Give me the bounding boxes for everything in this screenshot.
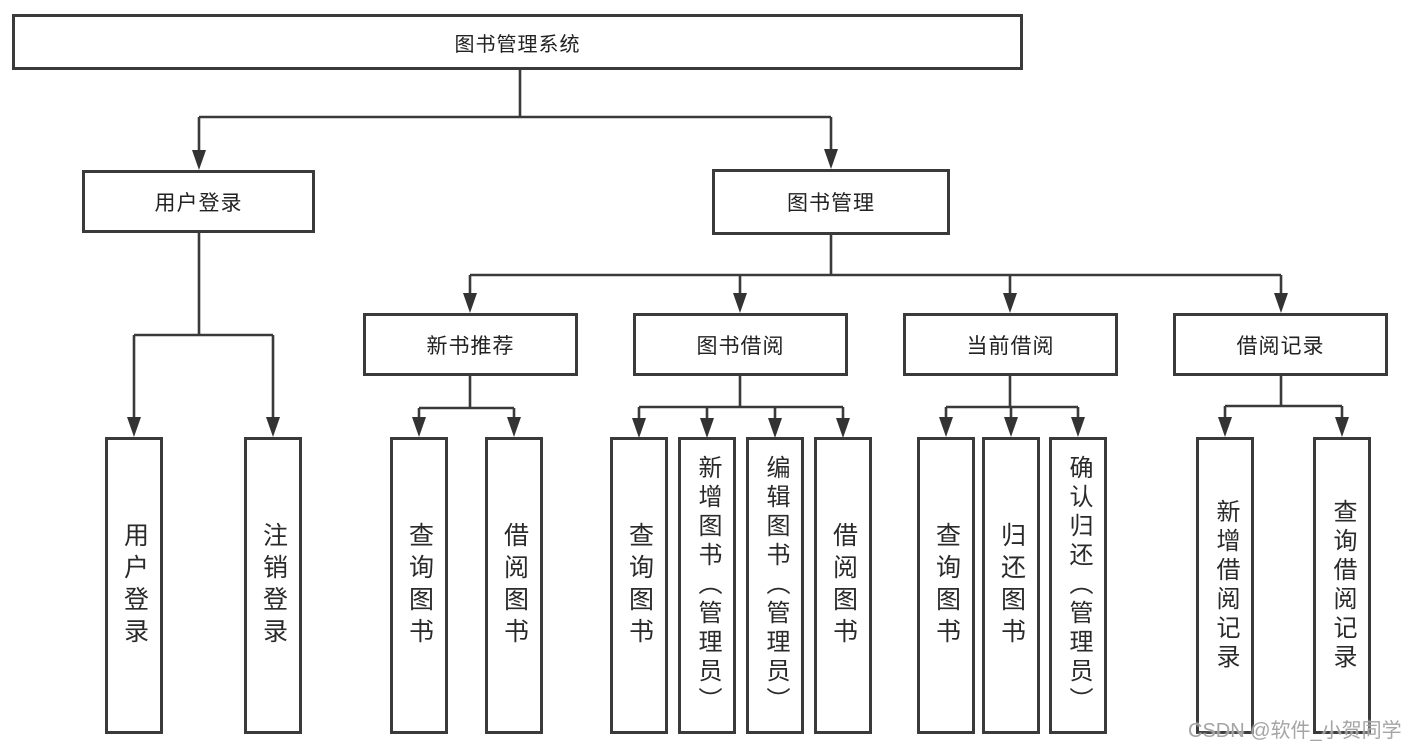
leaf-confirm-return-admin: 确认归还（管理员） — [1049, 437, 1107, 734]
node-label: 借阅图书 — [500, 521, 529, 650]
leaf-edit-books-admin: 编辑图书（管理员） — [746, 437, 804, 734]
node-borrow-records: 借阅记录 — [1173, 313, 1388, 376]
node-user-login: 用户登录 — [82, 170, 315, 233]
node-label: 注销登录 — [259, 521, 288, 650]
node-label: 查询图书 — [405, 521, 434, 650]
node-label: 查询图书 — [625, 521, 654, 650]
node-book-borrowing: 图书借阅 — [633, 313, 848, 376]
leaf-borrow-books-recommend: 借阅图书 — [485, 437, 543, 734]
node-label: 确认归还（管理员） — [1065, 455, 1092, 716]
leaf-add-books-admin: 新增图书（管理员） — [678, 437, 736, 734]
node-label: 当前借阅 — [966, 334, 1055, 358]
node-new-book-recommend: 新书推荐 — [363, 313, 578, 376]
leaf-query-books-current: 查询图书 — [917, 437, 975, 734]
node-label: 借阅图书 — [829, 521, 858, 650]
node-label: 借阅记录 — [1236, 334, 1325, 358]
node-label: 新增借阅记录 — [1212, 498, 1239, 673]
leaf-return-books: 归还图书 — [982, 437, 1040, 734]
node-label: 编辑图书（管理员） — [762, 455, 789, 716]
leaf-user-login: 用户登录 — [105, 437, 163, 734]
leaf-query-books-recommend: 查询图书 — [390, 437, 448, 734]
node-library-system: 图书管理系统 — [12, 14, 1023, 70]
node-label: 查询借阅记录 — [1329, 498, 1356, 673]
leaf-borrow-books: 借阅图书 — [814, 437, 872, 734]
leaf-logout: 注销登录 — [244, 437, 302, 734]
leaf-query-books-borrowing: 查询图书 — [610, 437, 668, 734]
node-label: 新书推荐 — [426, 334, 515, 358]
node-label: 图书管理系统 — [454, 33, 581, 56]
node-label: 归还图书 — [997, 521, 1026, 650]
leaf-add-borrow-record: 新增借阅记录 — [1196, 437, 1254, 734]
node-label: 新增图书（管理员） — [694, 455, 721, 716]
node-label: 图书管理 — [787, 192, 875, 215]
node-label: 用户登录 — [154, 191, 243, 215]
node-current-borrowing: 当前借阅 — [903, 313, 1118, 376]
node-label: 用户登录 — [120, 521, 149, 650]
arrowheads — [127, 149, 1349, 438]
csdn-watermark: CSDN @软件_小贺同学 — [1188, 720, 1402, 742]
leaf-query-borrow-record: 查询借阅记录 — [1313, 437, 1371, 734]
node-label: 图书借阅 — [696, 334, 785, 358]
node-book-management: 图书管理 — [712, 169, 950, 235]
node-label: 查询图书 — [932, 521, 961, 650]
